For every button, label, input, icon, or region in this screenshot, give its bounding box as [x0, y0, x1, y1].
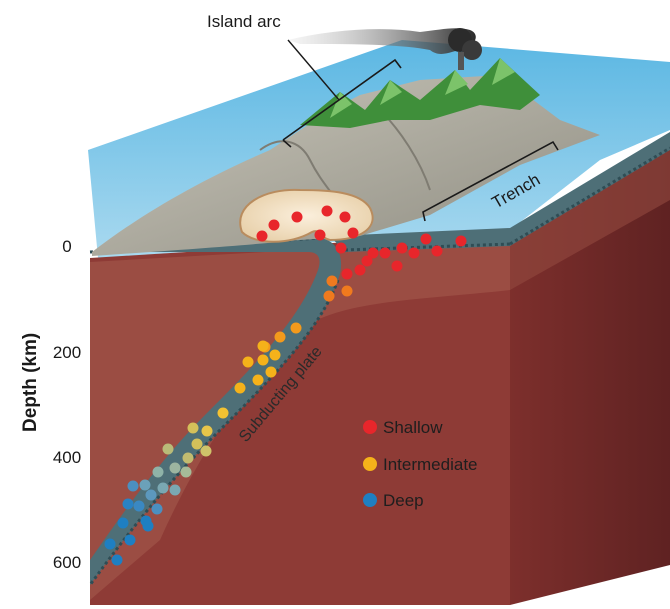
- earthquake-dots: [104, 205, 467, 566]
- earthquake-dot-intermediate: [162, 443, 174, 455]
- legend: Shallow Intermediate Deep: [363, 418, 478, 510]
- earthquake-dot-shallow: [347, 227, 359, 239]
- earthquake-dot-shallow: [391, 260, 403, 272]
- earthquake-dot-deep: [169, 484, 181, 496]
- earthquake-dot-deep: [151, 503, 163, 515]
- earthquake-dot-shallow: [291, 211, 303, 223]
- earthquake-dot-shallow: [339, 211, 351, 223]
- earthquake-dot-shallow: [455, 235, 467, 247]
- earthquake-dot-intermediate: [290, 322, 302, 334]
- earthquake-dot-deep: [180, 466, 192, 478]
- earthquake-dot-shallow: [256, 230, 268, 242]
- legend-swatch-deep: [363, 493, 377, 507]
- axis-tick-label: 0: [62, 237, 71, 256]
- earthquake-dot-intermediate: [242, 356, 254, 368]
- earthquake-dot-deep: [122, 498, 134, 510]
- earthquake-dot-deep: [124, 534, 136, 546]
- volcanic-smoke: [288, 28, 482, 70]
- earthquake-dot-deep: [104, 538, 116, 550]
- earthquake-dot-shallow: [367, 247, 379, 259]
- earthquake-dot-deep: [169, 462, 181, 474]
- legend-swatch-shallow: [363, 420, 377, 434]
- earthquake-dot-deep: [117, 517, 129, 529]
- legend-label-intermediate: Intermediate: [383, 455, 478, 474]
- earthquake-dot-shallow: [396, 242, 408, 254]
- earthquake-dot-shallow: [314, 229, 326, 241]
- earthquake-dot-deep: [133, 500, 145, 512]
- earthquake-dot-shallow: [379, 247, 391, 259]
- depth-axis: Depth (km) 0 200 400 600: [20, 237, 81, 572]
- earthquake-dot-intermediate: [187, 422, 199, 434]
- earthquake-dot-intermediate: [274, 331, 286, 343]
- island-arc-label: Island arc: [207, 12, 281, 31]
- earthquake-dot-intermediate: [257, 354, 269, 366]
- earthquake-dot-shallow: [335, 242, 347, 254]
- trench-bracket: [422, 140, 559, 222]
- legend-label-deep: Deep: [383, 491, 424, 510]
- axis-tick-label: 400: [53, 448, 81, 467]
- earthquake-dot-deep: [152, 466, 164, 478]
- earthquake-dot-deep: [157, 482, 169, 494]
- earthquake-dot-deep: [142, 520, 154, 532]
- earthquake-dot-deep: [145, 489, 157, 501]
- earthquake-dot-intermediate: [200, 445, 212, 457]
- earthquake-dot-intermediate: [326, 275, 338, 287]
- earthquake-dot-shallow: [361, 255, 373, 267]
- earthquake-dot-intermediate: [234, 382, 246, 394]
- earthquake-dot-shallow: [268, 219, 280, 231]
- earthquake-dot-intermediate: [182, 452, 194, 464]
- earthquake-dot-intermediate: [341, 285, 353, 297]
- earthquake-dot-shallow: [408, 247, 420, 259]
- earthquake-dot-intermediate: [269, 349, 281, 361]
- earthquake-dot-deep: [111, 554, 123, 566]
- earthquake-dot-shallow: [431, 245, 443, 257]
- earthquake-dot-intermediate: [323, 290, 335, 302]
- mantle-block: [90, 138, 670, 605]
- earthquake-dot-intermediate: [265, 366, 277, 378]
- axis-tick-label: 200: [53, 343, 81, 362]
- earthquake-dot-intermediate: [201, 425, 213, 437]
- legend-label-shallow: Shallow: [383, 418, 443, 437]
- volcanic-mountains: [300, 58, 540, 128]
- earthquake-dot-shallow: [354, 264, 366, 276]
- earthquake-dot-intermediate: [191, 438, 203, 450]
- earthquake-dot-shallow: [420, 233, 432, 245]
- legend-swatch-intermediate: [363, 457, 377, 471]
- axis-title: Depth (km): [20, 333, 41, 432]
- earthquake-dot-intermediate: [217, 407, 229, 419]
- earthquake-dot-intermediate: [257, 340, 269, 352]
- earthquake-dot-shallow: [321, 205, 333, 217]
- earthquake-dot-deep: [139, 479, 151, 491]
- axis-tick-label: 600: [53, 553, 81, 572]
- island-arc-bracket: [282, 39, 402, 148]
- earthquake-dot-deep: [127, 480, 139, 492]
- earthquake-dot-shallow: [341, 268, 353, 280]
- earthquake-dot-intermediate: [252, 374, 264, 386]
